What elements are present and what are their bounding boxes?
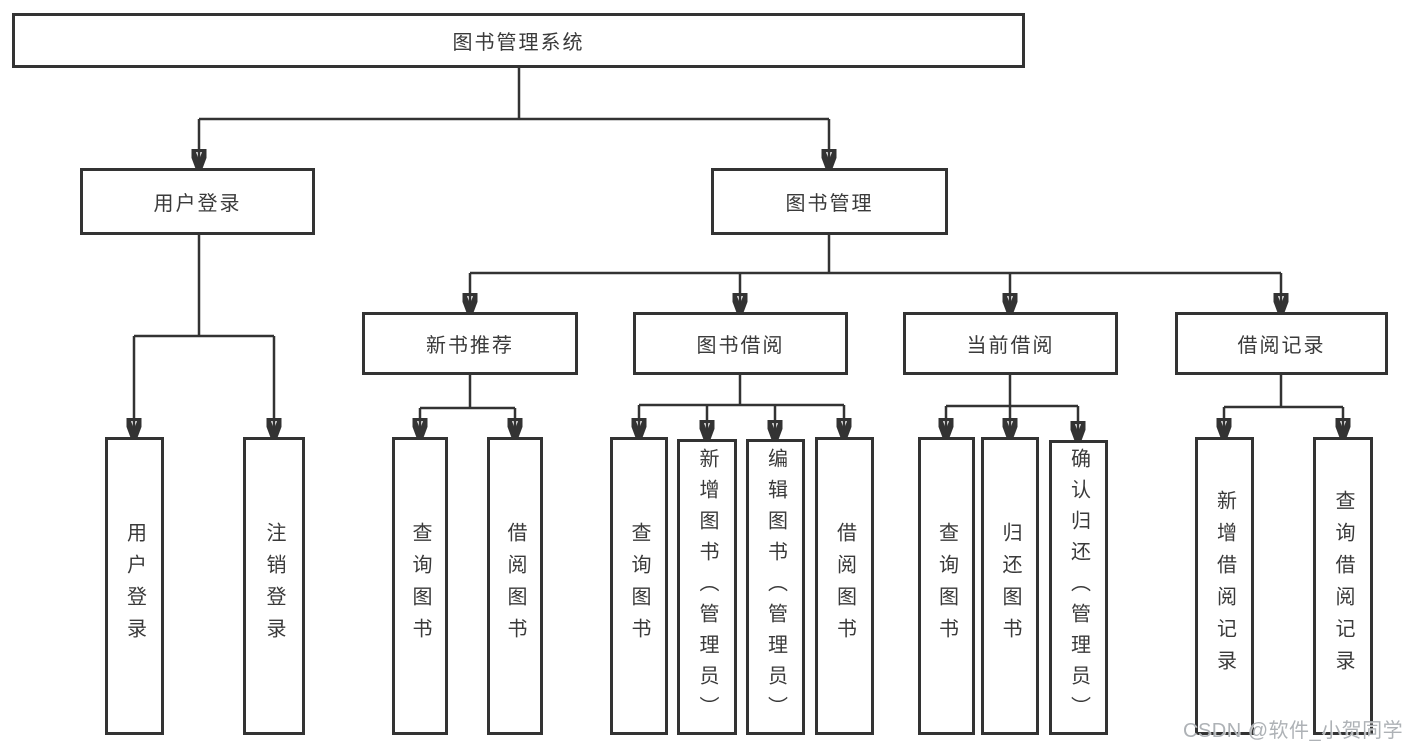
leaf-cb-query-books: 查询图书 [918,437,975,735]
node-label: 用户登录 [153,193,242,215]
node-library-management-system: 图书管理系统 [12,13,1025,68]
leaf-bb-query-books: 查询图书 [610,437,668,735]
node-label: 借阅图书 [504,522,526,650]
node-borrow-records: 借阅记录 [1175,312,1388,375]
node-label: 查询图书 [628,522,650,650]
leaf-logout-login: 注销登录 [243,437,305,735]
node-book-borrow: 图书借阅 [633,312,848,375]
node-label: 新增图书（管理员） [696,447,718,727]
watermark-text: CSDN @软件_小贺同学 [1183,720,1404,742]
node-label: 当前借阅 [966,335,1055,357]
node-label: 图书借阅 [696,335,785,357]
leaf-cb-return-books: 归还图书 [981,437,1039,735]
node-book-management: 图书管理 [711,168,948,235]
node-label: 用户登录 [123,522,146,650]
node-new-book-recommend: 新书推荐 [362,312,578,375]
node-label: 查询图书 [935,522,958,650]
leaf-nbr-query-books: 查询图书 [392,437,448,735]
leaf-bb-borrow-books: 借阅图书 [815,437,874,735]
node-label: 图书管理系统 [452,32,585,54]
leaf-user-login: 用户登录 [105,437,164,735]
leaf-bb-edit-books-admin: 编辑图书（管理员） [746,439,805,735]
node-label: 归还图书 [999,522,1021,650]
leaf-cb-confirm-return-admin: 确认归还（管理员） [1049,440,1108,735]
node-label: 图书管理 [785,193,874,215]
node-current-borrow: 当前借阅 [903,312,1118,375]
node-label: 借阅记录 [1237,335,1326,357]
leaf-nbr-borrow-books: 借阅图书 [487,437,543,735]
node-user-login: 用户登录 [80,168,315,235]
node-label: 借阅图书 [833,522,856,650]
node-label: 确认归还（管理员） [1067,448,1090,727]
leaf-br-query-record: 查询借阅记录 [1313,437,1373,735]
node-label: 编辑图书（管理员） [764,447,787,727]
node-label: 注销登录 [263,522,285,650]
node-label: 查询借阅记录 [1332,490,1354,682]
node-label: 新书推荐 [426,335,514,357]
leaf-bb-add-books-admin: 新增图书（管理员） [677,439,737,735]
node-label: 查询图书 [409,522,431,650]
leaf-br-add-record: 新增借阅记录 [1195,437,1254,735]
node-label: 新增借阅记录 [1213,490,1236,682]
